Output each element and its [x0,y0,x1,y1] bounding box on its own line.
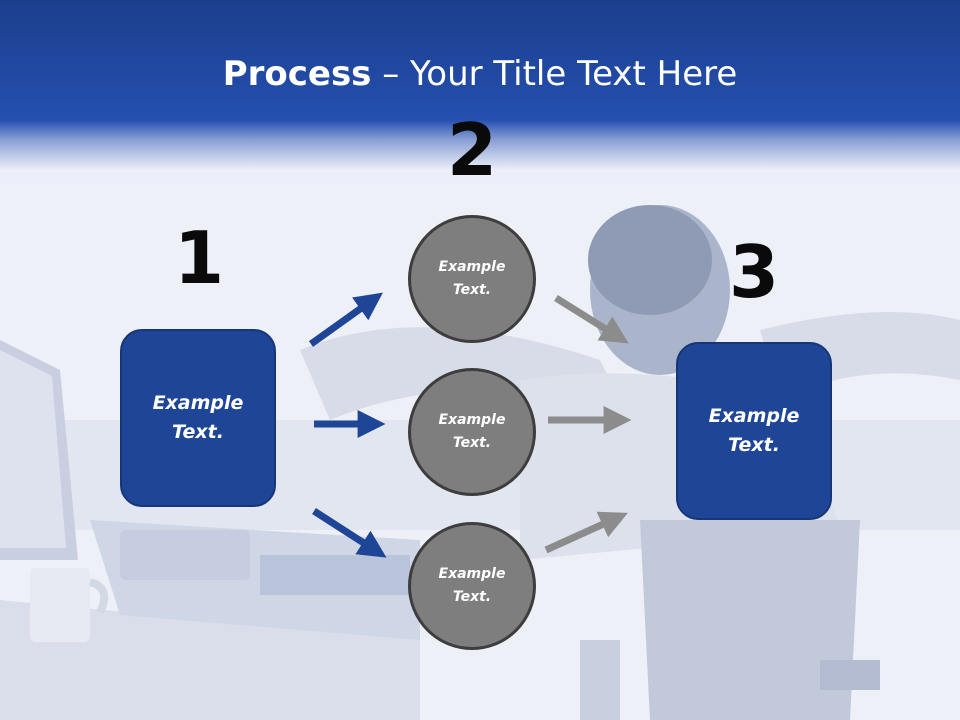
step-2-circle-middle: Example Text. [408,368,536,496]
arrow-gray-down [554,295,629,344]
step-3-text-line1: Example [708,405,800,427]
step-1-text-line2: Text. [172,421,224,443]
step-2-number: 2 [446,108,498,192]
circle-text-line2: Text. [452,589,492,605]
step-1-text-line1: Example [152,392,244,414]
arrow-blue-down [312,508,387,558]
title-rest: – Your Title Text Here [371,54,738,94]
page-title: Process – Your Title Text Here [0,52,960,96]
arrow-gray-up [544,511,628,554]
step-3-number: 3 [728,230,780,314]
title-bar [0,0,960,200]
step-2-circle-top: Example Text. [408,215,536,343]
circle-text-line1: Example [438,566,506,582]
step-3-box: Example Text. [676,342,832,520]
circle-text-line1: Example [438,412,506,428]
circle-text-line1: Example [438,259,506,275]
circle-text-line2: Text. [452,282,492,298]
step-1-number: 1 [173,216,225,300]
circle-text-line2: Text. [452,435,492,451]
step-1-box: Example Text. [120,329,276,507]
title-bold: Process [222,54,372,94]
arrow-blue-up [308,292,383,347]
step-2-circle-bottom: Example Text. [408,522,536,650]
step-3-text-line2: Text. [728,434,780,456]
